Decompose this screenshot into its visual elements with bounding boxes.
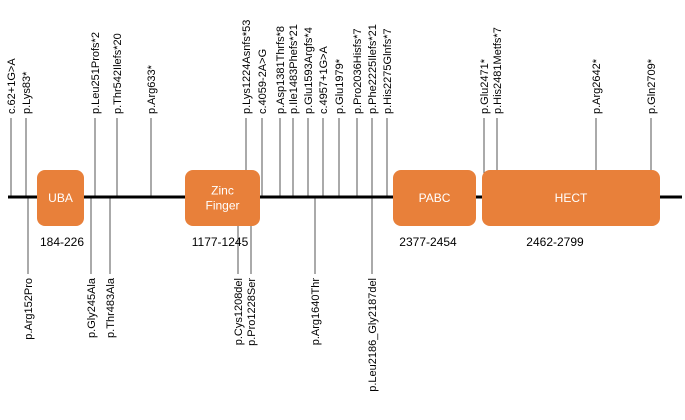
variant-label: p.His2481Metfs*7 bbox=[492, 27, 504, 114]
variant-label: p.Asp1381Thrfs*8 bbox=[275, 26, 287, 114]
variant-label: p.Pro2036Hisfs*7 bbox=[352, 28, 364, 114]
domain-label: PABC bbox=[419, 191, 451, 205]
variant-label: p.Gly245Ala bbox=[86, 277, 98, 338]
variant-label: p.Leu2186_Gly2187del bbox=[367, 278, 379, 392]
variant-label: p.Phe2225Ilefs*21 bbox=[367, 24, 379, 114]
variant-label: p.Arg152Pro bbox=[23, 278, 35, 340]
variant-label: p.Ile1483Phefs*21 bbox=[288, 24, 300, 114]
variant-label: p.Leu251Profs*2 bbox=[90, 32, 102, 114]
domain-3: HECT 2462-2799 bbox=[482, 170, 660, 249]
variant-label: p.Arg633* bbox=[146, 64, 158, 114]
domain-box bbox=[185, 170, 260, 226]
variant-label: p.Lys83* bbox=[21, 71, 33, 114]
tick-lines bbox=[10, 118, 652, 274]
domain-2: PABC 2377-2454 bbox=[393, 170, 476, 249]
variant-label: p.Arg2642* bbox=[591, 58, 603, 114]
variant-label: p.His2275Glnfs*7 bbox=[382, 28, 394, 114]
variant-label: c.4957+1G>A bbox=[318, 45, 330, 114]
variant-label: p.Gln2709* bbox=[646, 58, 658, 114]
variant-label: p.Pro1228Ser bbox=[246, 278, 258, 346]
domain-range: 184-226 bbox=[40, 235, 84, 249]
domain-range: 2377-2454 bbox=[399, 235, 457, 249]
domain-range: 1177-1245 bbox=[192, 235, 249, 249]
domain-box bbox=[37, 170, 84, 226]
variant-label: p.Glu1979* bbox=[334, 58, 346, 114]
variant-label: p.Thr542Ilefs*20 bbox=[112, 33, 124, 114]
variant-label: p.Cys1208del bbox=[233, 278, 245, 345]
domain-0: UBA 184-226 bbox=[37, 170, 84, 249]
variant-label: p.Lys1224Asnfs*53 bbox=[241, 20, 253, 114]
domain-label: HECT bbox=[555, 191, 588, 205]
variant-label: p.Thr483Ala bbox=[105, 277, 117, 338]
domain-box bbox=[482, 170, 660, 226]
variant-labels-below: p.Arg152Pro p.Gly245Ala p.Thr483Ala p.Cys12… bbox=[23, 277, 379, 392]
variant-label: p.Glu1593Argfs*4 bbox=[303, 27, 315, 114]
domain-label: Zinc bbox=[211, 184, 234, 198]
variant-label: c.4059-2A>G bbox=[257, 49, 269, 114]
domain-box bbox=[393, 170, 476, 226]
variant-label: p.Arg1640Thr bbox=[310, 278, 322, 346]
domain-range: 2462-2799 bbox=[526, 235, 584, 249]
domain-label: UBA bbox=[48, 191, 73, 205]
variant-label: c.62+1G>A bbox=[6, 58, 18, 114]
variant-label: p.Glu2471* bbox=[479, 58, 491, 114]
domain-label: Finger bbox=[205, 199, 239, 213]
